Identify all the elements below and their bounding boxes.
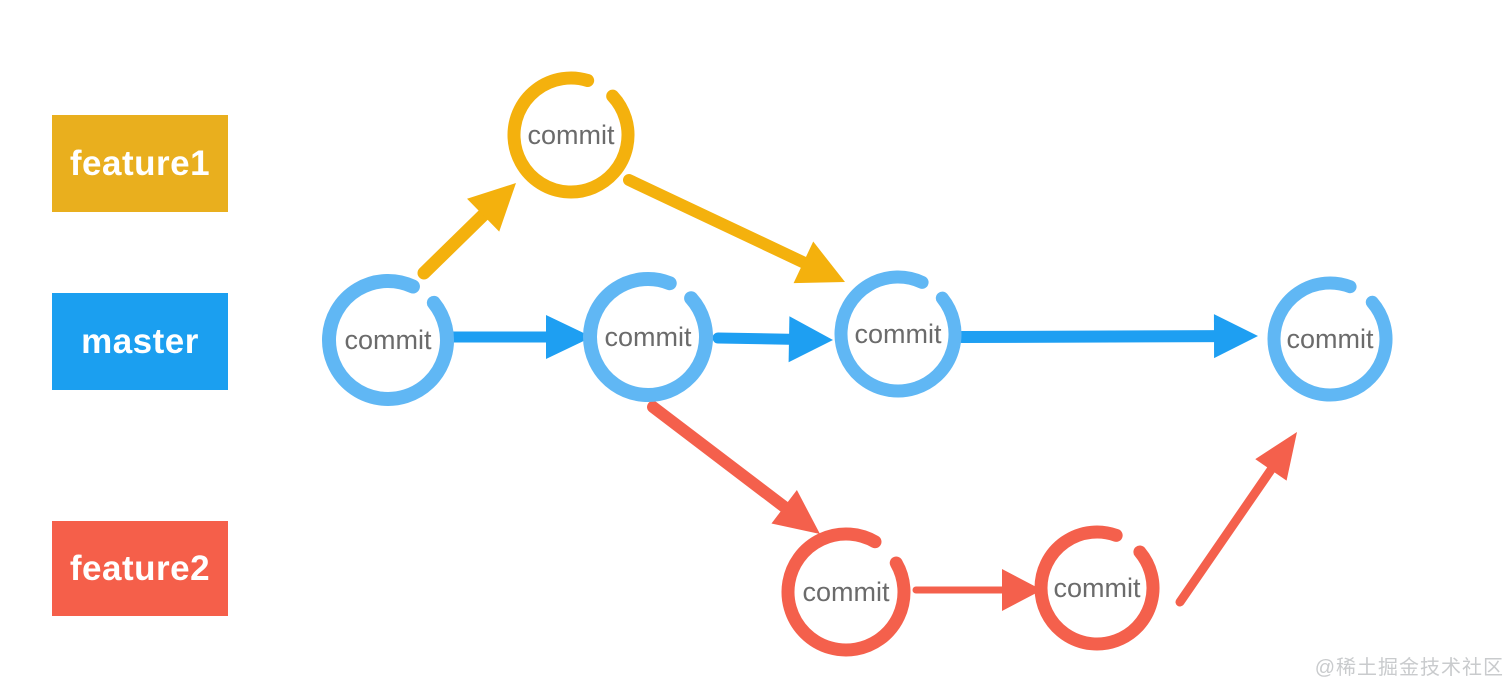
commit-ring bbox=[507, 71, 635, 199]
commit-label: commit bbox=[803, 577, 890, 607]
commit-label: commit bbox=[855, 319, 942, 349]
arrow-shaft bbox=[623, 174, 815, 271]
arrow-head-icon bbox=[771, 490, 820, 534]
arrow-shaft bbox=[647, 401, 795, 517]
arrow-master3-to-master4 bbox=[956, 314, 1258, 359]
arrow-head-icon bbox=[546, 315, 592, 359]
commit-ring bbox=[1267, 276, 1393, 402]
arrow-feature1-to-master3 bbox=[623, 174, 845, 284]
arrow-head-icon bbox=[1002, 569, 1042, 611]
arrow-master2-to-feature2 bbox=[647, 401, 820, 534]
commit-node-feature1-commit-1: commit bbox=[507, 71, 635, 199]
commit-label: commit bbox=[528, 120, 615, 150]
commit-ring bbox=[834, 270, 962, 398]
arrow-head-icon bbox=[788, 316, 833, 363]
arrow-shaft bbox=[1175, 460, 1279, 607]
arrow-head-icon bbox=[793, 241, 845, 284]
arrow-shaft bbox=[956, 330, 1227, 343]
arrow-shaft bbox=[417, 204, 494, 280]
arrow-feature2a-to-feature2b bbox=[912, 569, 1042, 611]
arrow-master1-to-feature1 bbox=[417, 183, 516, 280]
commit-ring bbox=[322, 274, 454, 406]
arrow-head-icon bbox=[1255, 432, 1297, 481]
commit-node-feature2-commit-1: commit bbox=[781, 527, 911, 657]
commit-ring bbox=[1034, 525, 1160, 651]
branch-label-feature2: feature2 bbox=[52, 521, 228, 616]
branch-label-feature1: feature1 bbox=[52, 115, 228, 212]
commit-label: commit bbox=[345, 325, 432, 355]
commit-node-master-commit-4: commit bbox=[1267, 276, 1393, 402]
commit-node-feature2-commit-2: commit bbox=[1034, 525, 1160, 651]
commit-node-master-commit-2: commit bbox=[583, 272, 713, 402]
arrow-feature2b-to-master4 bbox=[1175, 432, 1297, 607]
arrow-master1-to-master2 bbox=[446, 315, 592, 359]
branch-label-master: master bbox=[52, 293, 228, 390]
commit-ring bbox=[781, 527, 911, 657]
commit-ring bbox=[583, 272, 713, 402]
commit-label: commit bbox=[1287, 324, 1374, 354]
commit-label: commit bbox=[605, 322, 692, 352]
arrow-head-icon bbox=[467, 183, 516, 232]
commit-node-master-commit-3: commit bbox=[834, 270, 962, 398]
arrow-shaft bbox=[712, 332, 801, 345]
watermark: @稀土掘金技术社区 bbox=[1314, 657, 1504, 679]
arrow-master2-to-master3 bbox=[712, 316, 833, 363]
arrow-head-icon bbox=[1213, 314, 1258, 359]
commit-node-master-commit-1: commit bbox=[322, 274, 454, 406]
commit-label: commit bbox=[1054, 573, 1141, 603]
